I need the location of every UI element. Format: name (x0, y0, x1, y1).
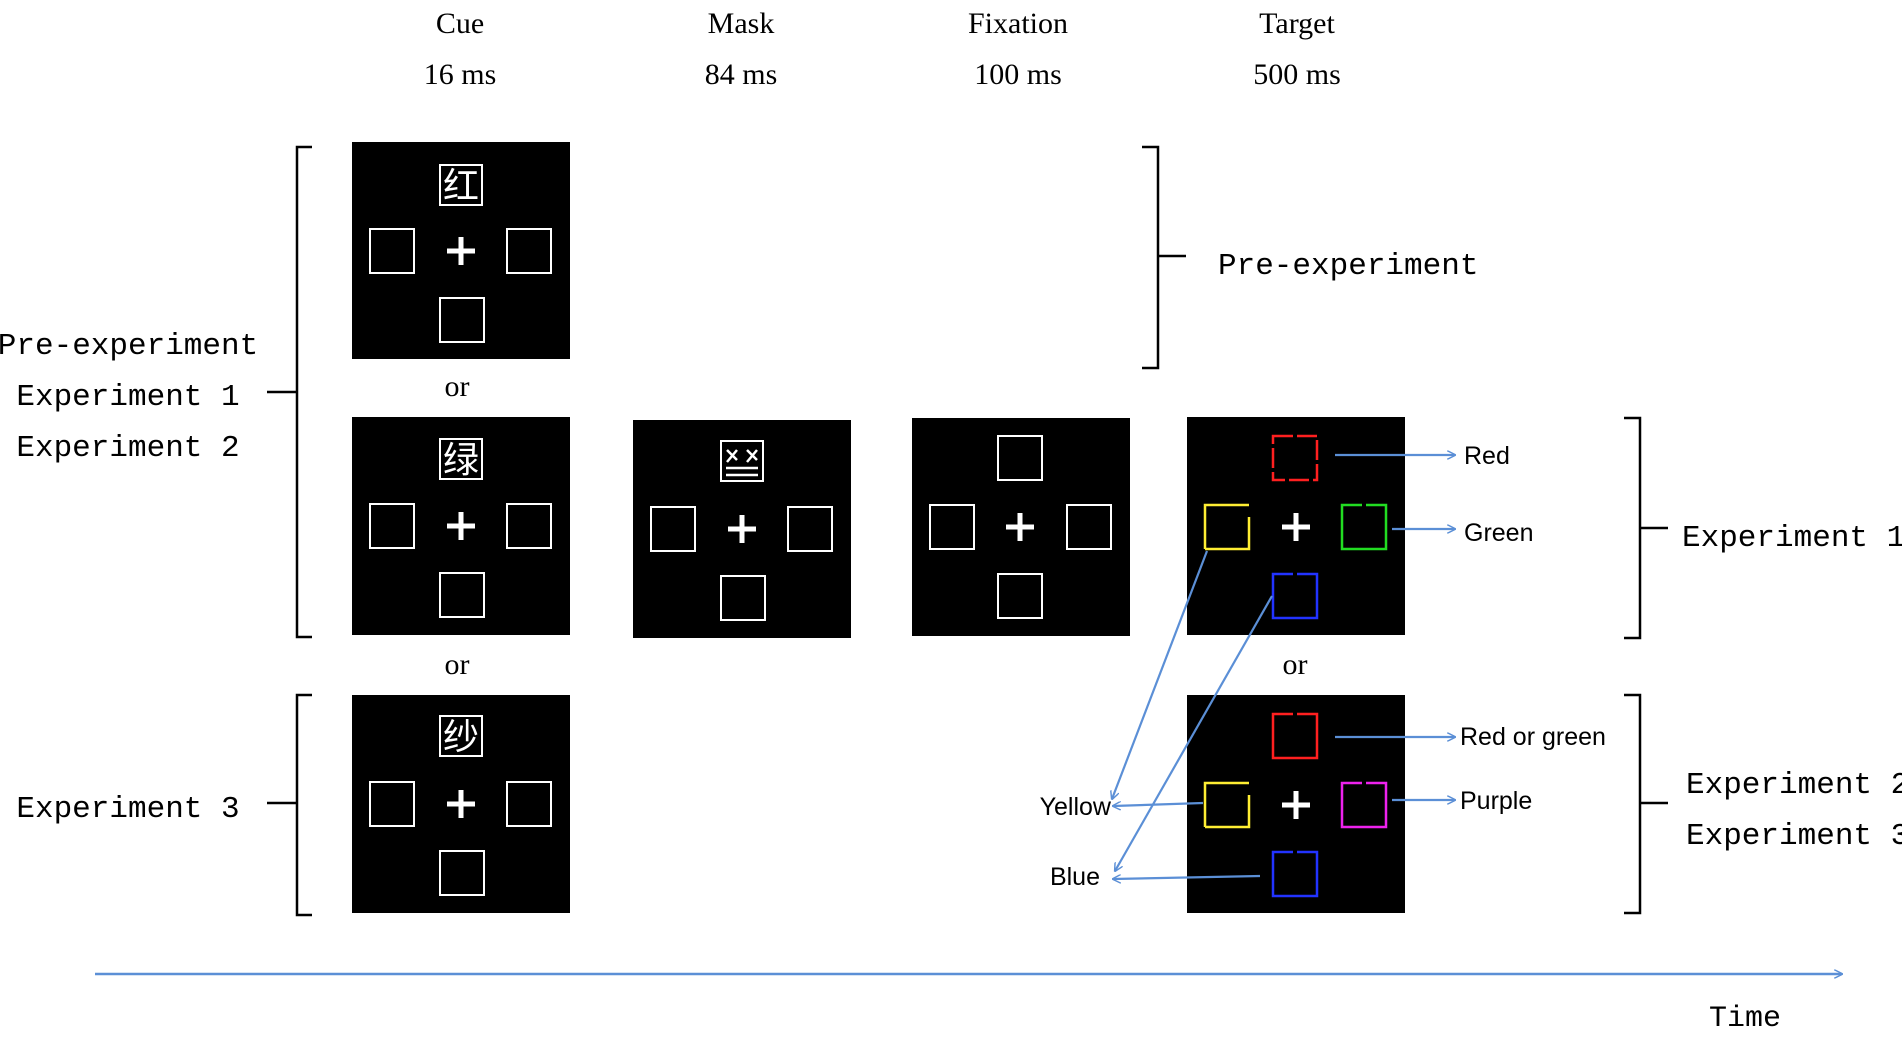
left-brace-top (267, 145, 312, 639)
target-box-yellow (1203, 781, 1251, 829)
left-label-experiment-1: Experiment 1 (16, 380, 239, 415)
target-box-purple (1340, 781, 1388, 829)
cue-character: 绿 (443, 440, 479, 481)
or-label-target: or (1283, 648, 1308, 681)
target-box-green (1340, 503, 1388, 551)
right-brace-exp1 (1624, 416, 1668, 640)
left-label-experiment-2: Experiment 2 (16, 431, 239, 466)
response-arrows (1112, 455, 1455, 879)
cue-panel-1: 红 (352, 142, 570, 359)
right-label-experiment-1: Experiment 1 (1682, 521, 1902, 556)
target-box-yellow (1203, 503, 1251, 551)
arrow-yellow-exp1 (1112, 550, 1209, 799)
response-label-green: Green (1464, 519, 1533, 547)
response-label-red-or-green: Red or green (1460, 723, 1606, 751)
right-label-pre-experiment: Pre-experiment (1218, 249, 1478, 284)
target-panel-exp23 (1187, 695, 1405, 913)
response-label-yellow: Yellow (1040, 793, 1112, 821)
fixation-cross (447, 790, 475, 818)
left-brace-bottom (267, 693, 312, 917)
stage-duration-fixation: 100 ms (974, 58, 1062, 91)
arrow-yellow-exp23 (1113, 803, 1204, 806)
cue-character: 红 (443, 166, 479, 207)
stage-name-target: Target (1259, 7, 1335, 40)
fixation-cross (1282, 791, 1310, 819)
target-box-blue (1271, 850, 1319, 898)
stage-name-mask: Mask (708, 7, 775, 40)
stage-name-fixation: Fixation (968, 7, 1068, 40)
or-label-cue-2: or (445, 648, 470, 681)
stage-duration-cue: 16 ms (424, 58, 497, 91)
right-label-experiment-3: Experiment 3 (1686, 819, 1902, 854)
arrow-blue-exp23 (1113, 876, 1261, 879)
right-brace-exp23 (1624, 693, 1668, 915)
target-box-blue (1271, 572, 1319, 620)
mask-panel (633, 420, 851, 638)
fixation-cross (1282, 513, 1310, 541)
target-box-red (1271, 434, 1319, 482)
time-label: Time (1709, 1002, 1781, 1036)
stage-name-cue: Cue (436, 7, 484, 40)
fixation-cross (728, 515, 756, 543)
response-label-blue: Blue (1050, 863, 1100, 891)
mask-pattern-icon (726, 449, 758, 477)
fixation-panel (912, 418, 1130, 636)
response-label-purple: Purple (1460, 787, 1532, 815)
target-panel-exp1 (1187, 417, 1405, 635)
fixation-cross (447, 512, 475, 540)
target-box-red (1271, 712, 1319, 760)
response-label-red: Red (1464, 442, 1510, 470)
fixation-cross (447, 237, 475, 265)
cue-panel-3: 纱 (352, 695, 570, 913)
cue-panel-2: 绿 (352, 417, 570, 635)
stage-duration-mask: 84 ms (705, 58, 778, 91)
right-label-experiment-2: Experiment 2 (1686, 768, 1902, 803)
left-label-experiment-3: Experiment 3 (16, 792, 239, 827)
or-label-cue-1: or (445, 370, 470, 403)
arrow-blue-exp1 (1115, 595, 1273, 871)
right-brace-pre (1142, 145, 1186, 370)
fixation-cross (1006, 513, 1034, 541)
cue-character: 纱 (443, 717, 479, 758)
stage-duration-target: 500 ms (1253, 58, 1341, 91)
left-label-pre-experiment: Pre-experiment (0, 329, 258, 364)
